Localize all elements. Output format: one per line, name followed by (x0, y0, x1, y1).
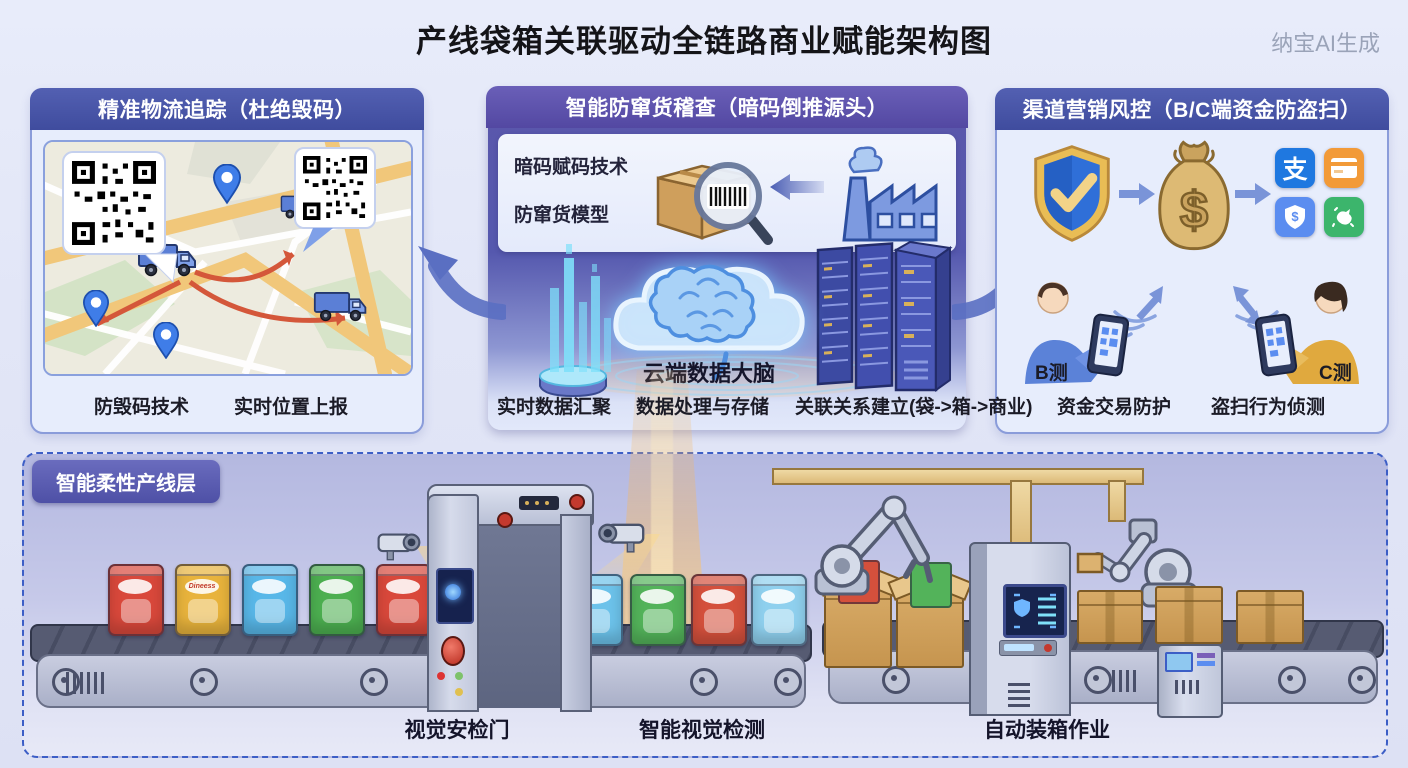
arrow-right-icon (1119, 183, 1155, 205)
bank-card-icon (1324, 148, 1364, 188)
robot-arm-icon (814, 495, 933, 596)
gantry-beam (772, 468, 1144, 485)
payment-apps-grid: 支 $ (1275, 148, 1367, 240)
camera-icon (376, 526, 428, 564)
label-relation-building: 关联关系建立(袋->箱->商业) (795, 397, 1033, 418)
shield-pay-icon: $ (1275, 197, 1315, 237)
alipay-icon: 支 (1275, 148, 1315, 188)
snack-bag (751, 574, 807, 646)
arrow-right-icon (1235, 183, 1271, 205)
server-rack-icon (816, 240, 953, 392)
gate-control-column (427, 494, 479, 712)
label-b-side: B测 (1035, 363, 1068, 384)
wallet-app-icon (1324, 197, 1364, 237)
person-c-with-phone (1255, 281, 1359, 384)
gate-indicator-light (497, 512, 513, 528)
snack-bag (376, 564, 432, 636)
label-realtime-location: 实时位置上报 (234, 397, 349, 418)
arrow-to-logistics-icon (418, 246, 506, 320)
inspection-panel-title: 智能防窜货稽查（暗码倒推源头） (486, 86, 968, 128)
snack-bag (108, 564, 164, 636)
inspection-panel: 智能防窜货稽查（暗码倒推源头） 暗码赋码技术 防窜货模型 (486, 86, 968, 430)
cloud-brain-scene (539, 240, 953, 398)
label-auto-boxing: 自动装箱作业 (984, 719, 1110, 742)
label-realtime-data: 实时数据汇聚 (497, 397, 612, 418)
open-carton-box (887, 562, 973, 668)
camera-icon (590, 516, 646, 556)
gate-red-button (441, 636, 465, 666)
gate-screen (436, 568, 474, 624)
person-b-with-phone (1025, 282, 1129, 384)
qr-code-icon (303, 156, 367, 220)
svg-text:$: $ (1180, 181, 1208, 238)
gantry-post (1108, 480, 1126, 522)
snack-bag (691, 574, 747, 646)
box-barcode-magnifier-icon (656, 162, 773, 245)
gate-dot-light (455, 672, 463, 680)
snack-bag (910, 562, 952, 608)
label-fund-protection: 资金交易防护 (1057, 397, 1172, 418)
gate-dot-light (455, 688, 463, 696)
gate-indicator-light (569, 494, 585, 510)
logistics-panel-title: 精准物流追踪（杜绝毁码） (30, 88, 424, 130)
tower-screen (1003, 584, 1067, 638)
bag-brand-label: Dineess (185, 579, 219, 594)
map-illustration (43, 140, 413, 376)
qr-code-icon (72, 161, 156, 245)
sealed-carton-box (1155, 586, 1223, 644)
factory-icon (842, 146, 938, 242)
label-vision-gate: 视觉安检门 (404, 719, 510, 742)
snack-bag (630, 574, 686, 646)
sealed-carton-box (1236, 590, 1304, 644)
gate-dot-light (437, 672, 445, 680)
logistics-panel: 精准物流追踪（杜绝毁码） (30, 88, 424, 434)
risk-panel-title: 渠道营销风控（B/C端资金防盗扫） (995, 88, 1389, 130)
risk-panel: 渠道营销风控（B/C端资金防盗扫） $ 支 (995, 88, 1389, 434)
label-anti-diversion-model: 防窜货模型 (514, 205, 610, 226)
snack-bag (309, 564, 365, 636)
control-tower (969, 542, 1071, 716)
sealed-carton-box (1077, 590, 1143, 644)
map-graphic (45, 142, 411, 374)
snack-bag: Dineess (175, 564, 231, 636)
codetech-card: 暗码赋码技术 防窜货模型 (498, 134, 956, 252)
security-gate (427, 484, 594, 712)
production-panel: 智能柔性产线层 Dineess (22, 370, 1388, 758)
gate-display (519, 496, 559, 510)
label-scan-theft-detection: 盗扫行为侦测 (1211, 397, 1326, 418)
watermark: 纳宝AI生成 (1271, 31, 1380, 56)
svg-text:$: $ (1291, 209, 1299, 224)
cloud-brain-icon (613, 264, 805, 381)
kiosk-terminal (1157, 644, 1223, 718)
tower-control-strip (999, 640, 1057, 656)
page-title: 产线袋箱关联驱动全链路商业赋能架构图 (416, 24, 992, 59)
money-bag-icon: $ (1158, 140, 1230, 251)
gantry-post (1010, 480, 1032, 550)
shield-check-icon (1034, 145, 1110, 242)
label-c-side: C测 (1319, 363, 1352, 384)
production-panel-title: 智能柔性产线层 (32, 460, 220, 503)
label-cloud-data-brain: 云端数据大脑 (642, 361, 775, 386)
arrow-left-icon (770, 174, 824, 200)
label-hidden-code-tech: 暗码赋码技术 (514, 157, 629, 178)
label-smart-vision-inspection: 智能视觉检测 (639, 719, 765, 742)
hologram-chart-icon (550, 244, 611, 372)
label-data-processing: 数据处理与存储 (636, 397, 770, 418)
snack-bag (242, 564, 298, 636)
label-anti-destroy-code: 防毁码技术 (94, 397, 190, 418)
